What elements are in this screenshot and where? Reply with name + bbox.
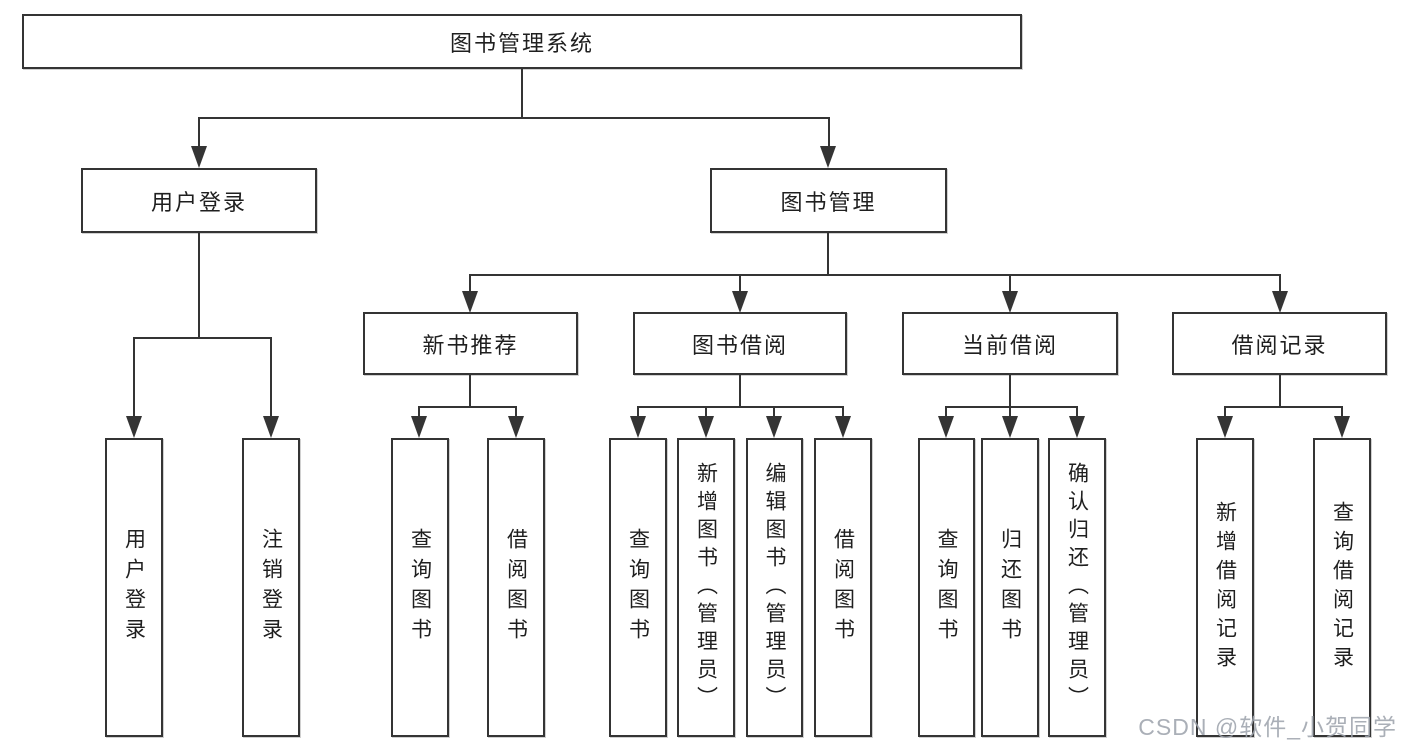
leaf-label: 确认归还（管理员） — [1065, 461, 1089, 714]
leaf-borrow-books-recommend: 借阅图书 — [487, 438, 545, 737]
arrowhead — [1272, 291, 1288, 313]
line — [515, 406, 517, 418]
node-book-borrowing: 图书借阅 — [633, 312, 847, 375]
leaf-label: 借阅图书 — [504, 527, 528, 648]
arrowhead — [126, 416, 142, 438]
watermark: CSDN @软件_小贺同学 — [1138, 714, 1397, 740]
leaf-label: 借阅图书 — [831, 527, 855, 648]
leaf-label: 注销登录 — [259, 527, 283, 648]
line — [1009, 406, 1011, 418]
line — [1279, 274, 1281, 293]
line — [1341, 406, 1343, 418]
line — [521, 69, 523, 117]
node-root: 图书管理系统 — [22, 14, 1022, 69]
line — [198, 233, 200, 337]
node-book-management: 图书管理 — [710, 168, 947, 233]
line — [739, 274, 741, 293]
leaf-label: 编辑图书（管理员） — [763, 461, 786, 714]
node-borrow-records: 借阅记录 — [1172, 312, 1387, 375]
leaf-borrow-books-borrowing: 借阅图书 — [814, 438, 872, 737]
arrowhead — [1002, 291, 1018, 313]
line — [828, 117, 830, 150]
arrowhead — [263, 416, 279, 438]
leaf-logout-login: 注销登录 — [242, 438, 300, 737]
node-book-borrowing-label: 图书借阅 — [691, 332, 788, 358]
leaf-label: 查询图书 — [408, 527, 432, 648]
arrowhead — [732, 291, 748, 313]
line — [637, 406, 844, 408]
line — [827, 233, 829, 274]
leaf-confirm-return-admin: 确认归还（管理员） — [1048, 438, 1106, 737]
line — [133, 337, 135, 420]
node-current-borrowing-label: 当前借阅 — [961, 332, 1058, 358]
leaf-query-books-recommend: 查询图书 — [391, 438, 449, 737]
arrowhead — [1217, 416, 1233, 438]
arrowhead — [820, 146, 836, 168]
node-user-login-label: 用户登录 — [150, 189, 247, 215]
node-borrow-records-label: 借阅记录 — [1231, 332, 1328, 358]
line — [1076, 406, 1078, 418]
leaf-query-borrow-record: 查询借阅记录 — [1313, 438, 1371, 737]
line — [270, 337, 272, 420]
arrowhead — [191, 146, 207, 168]
arrowhead — [835, 416, 851, 438]
line — [739, 375, 741, 406]
arrowhead — [411, 416, 427, 438]
leaf-return-books: 归还图书 — [981, 438, 1039, 737]
line — [1009, 375, 1011, 406]
line — [705, 406, 707, 418]
node-book-management-label: 图书管理 — [780, 189, 877, 215]
line — [469, 274, 1281, 276]
line — [773, 406, 775, 418]
node-new-book-recommend-label: 新书推荐 — [422, 332, 519, 358]
node-user-login: 用户登录 — [81, 168, 317, 233]
line — [1009, 274, 1011, 293]
arrowhead — [462, 291, 478, 313]
leaf-label: 查询图书 — [626, 527, 650, 648]
node-current-borrowing: 当前借阅 — [902, 312, 1118, 375]
line — [637, 406, 639, 418]
leaf-label: 查询借阅记录 — [1330, 500, 1354, 675]
node-new-book-recommend: 新书推荐 — [363, 312, 578, 375]
leaf-label: 查询图书 — [935, 527, 958, 648]
arrowhead — [630, 416, 646, 438]
leaf-query-books-borrowing: 查询图书 — [609, 438, 667, 737]
line — [418, 406, 420, 418]
arrowhead — [938, 416, 954, 438]
line — [133, 337, 272, 339]
arrowhead — [1002, 416, 1018, 438]
arrowhead — [698, 416, 714, 438]
leaf-label: 新增图书（管理员） — [694, 461, 718, 714]
line — [1224, 406, 1226, 418]
line — [469, 274, 471, 293]
arrowhead — [766, 416, 782, 438]
leaf-label: 新增借阅记录 — [1213, 500, 1237, 675]
line — [945, 406, 947, 418]
line — [418, 406, 517, 408]
line — [1279, 375, 1281, 406]
leaf-query-books-current: 查询图书 — [918, 438, 975, 737]
leaf-label: 用户登录 — [122, 527, 146, 648]
leaf-add-borrow-record: 新增借阅记录 — [1196, 438, 1254, 737]
line — [1224, 406, 1343, 408]
line — [945, 406, 1078, 408]
node-root-label: 图书管理系统 — [449, 30, 594, 56]
leaf-label: 归还图书 — [998, 527, 1022, 648]
line — [842, 406, 844, 418]
arrowhead — [1069, 416, 1085, 438]
arrowhead — [1334, 416, 1350, 438]
leaf-user-login: 用户登录 — [105, 438, 163, 737]
arrowhead — [508, 416, 524, 438]
leaf-add-books-admin: 新增图书（管理员） — [677, 438, 735, 737]
line — [198, 117, 200, 150]
leaf-edit-books-admin: 编辑图书（管理员） — [746, 438, 803, 737]
line — [198, 117, 830, 119]
line — [469, 375, 471, 406]
